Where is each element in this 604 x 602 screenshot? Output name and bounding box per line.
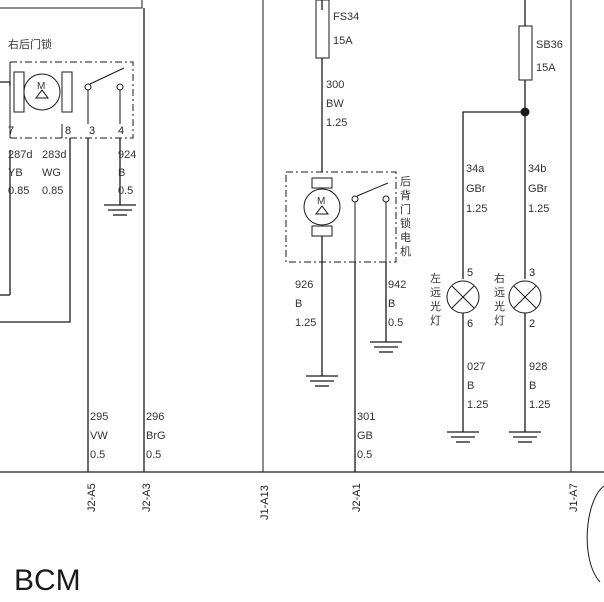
motor-cap-top [311, 177, 333, 189]
wire-label: 0.5 [118, 185, 133, 197]
fuse-sb36 [518, 25, 533, 81]
liftgate-motor-label: 锁 [400, 216, 411, 230]
wire-label: 301 [357, 411, 375, 423]
connector-pin-j1-a7: J1-A7 [568, 483, 580, 512]
wire-label: 1.25 [295, 317, 316, 329]
right-high-beam-label: 远 [494, 286, 505, 299]
switch-contact [351, 195, 359, 203]
pin-label: 8 [65, 125, 71, 137]
switch-contact [116, 83, 124, 91]
wire-label: YB [8, 167, 23, 179]
right-high-beam-label: 光 [494, 299, 505, 313]
right-high-beam-lamp [508, 280, 542, 314]
wire-label: 1.25 [529, 399, 550, 411]
wire-label: 924 [118, 149, 136, 161]
pin-label: 5 [467, 267, 473, 279]
bcm-label: BCM [14, 564, 81, 597]
left-high-beam-label: 光 [430, 299, 441, 313]
wire-label: 1.25 [467, 399, 488, 411]
wire-label: B [295, 298, 302, 310]
wire-label: GBr [466, 183, 486, 195]
left-high-beam-lamp [446, 280, 480, 314]
wire-label: 0.5 [357, 449, 372, 461]
wire-label: 027 [467, 361, 485, 373]
wire-label: 34b [528, 163, 546, 175]
switch-contact [84, 83, 92, 91]
pin-label: 2 [529, 318, 535, 330]
wire-label: B [529, 380, 536, 392]
wire-label: 928 [529, 361, 547, 373]
svg-text:M: M [317, 196, 325, 207]
liftgate-motor-label: 机 [400, 244, 411, 258]
pin-label: 3 [529, 267, 535, 279]
connector-pin-j2-a3: J2-A3 [141, 483, 153, 512]
wire-label: VW [90, 430, 108, 442]
connector-pin-j1-a13: J1-A13 [259, 485, 271, 520]
wire-stub [0, 81, 11, 86]
left-high-beam-label: 左 [430, 272, 441, 285]
wire-label: 926 [295, 279, 313, 291]
wire-label: 287d [8, 149, 32, 161]
fuse-label: SB36 [536, 39, 563, 51]
wire-label: 0.5 [146, 449, 161, 461]
wire-label: 295 [90, 411, 108, 423]
motor-icon [303, 188, 341, 226]
liftgate-motor-label: 门 [400, 202, 411, 216]
wire-34a [462, 111, 525, 279]
wire-label: 300 [326, 79, 344, 91]
pin-label: 4 [118, 125, 124, 137]
wire-label: 942 [388, 279, 406, 291]
fuse-label: FS34 [333, 11, 359, 23]
wire-label: B [118, 167, 125, 179]
wire-287-283 [0, 138, 71, 323]
left-high-beam-label: 远 [430, 286, 441, 299]
wire-label: BrG [146, 430, 166, 442]
connector-pin-j2-a5: J2-A5 [86, 483, 98, 512]
pin-label: 3 [89, 125, 95, 137]
liftgate-motor-label: 后 [400, 175, 411, 188]
liftgate-lock-motor: M [285, 171, 397, 263]
wire-label: 1.25 [528, 203, 549, 215]
bcm-connector-arc [586, 485, 604, 583]
wire-label: GB [357, 430, 373, 442]
liftgate-motor-label: 背 [400, 188, 411, 202]
right-high-beam-label: 灯 [494, 314, 505, 327]
wire-label: 34a [466, 163, 485, 175]
svg-text:M: M [37, 81, 45, 92]
fuse-rating: 15A [536, 62, 556, 74]
wire-label: WG [42, 167, 61, 179]
rear-right-door-lock: M [9, 61, 134, 139]
wire-label: 283d [42, 149, 66, 161]
motor-cap-left [13, 71, 25, 113]
rear-right-door-lock-label: 右后门锁 [8, 37, 52, 51]
pin-label: 7 [8, 125, 14, 137]
wire-label: 1.25 [466, 203, 487, 215]
connector-pin-j2-a1: J2-A1 [351, 483, 363, 512]
motor-icon [23, 73, 61, 111]
right-high-beam-label: 右 [494, 271, 505, 285]
wire-label: B [388, 298, 395, 310]
upper-box-fragment [0, 0, 143, 9]
wire-label: GBr [528, 183, 548, 195]
fuse-rating: 15A [333, 35, 353, 47]
wire-label: 1.25 [326, 117, 347, 129]
pin-label: 6 [467, 318, 473, 330]
wire-label: B [467, 380, 474, 392]
wire-label: 0.85 [8, 185, 29, 197]
wire-label: 0.5 [388, 317, 403, 329]
wire-label: BW [326, 98, 344, 110]
left-high-beam-label: 灯 [430, 314, 441, 327]
wire-label: 296 [146, 411, 164, 423]
motor-cap-bottom [311, 225, 333, 237]
motor-cap-right [61, 71, 73, 113]
wire-label: 0.85 [42, 185, 63, 197]
switch-blade [356, 182, 389, 197]
switch-blade [89, 67, 125, 85]
switch-contact [382, 195, 390, 203]
liftgate-motor-label: 电 [400, 231, 411, 244]
wire-label: 0.5 [90, 449, 105, 461]
